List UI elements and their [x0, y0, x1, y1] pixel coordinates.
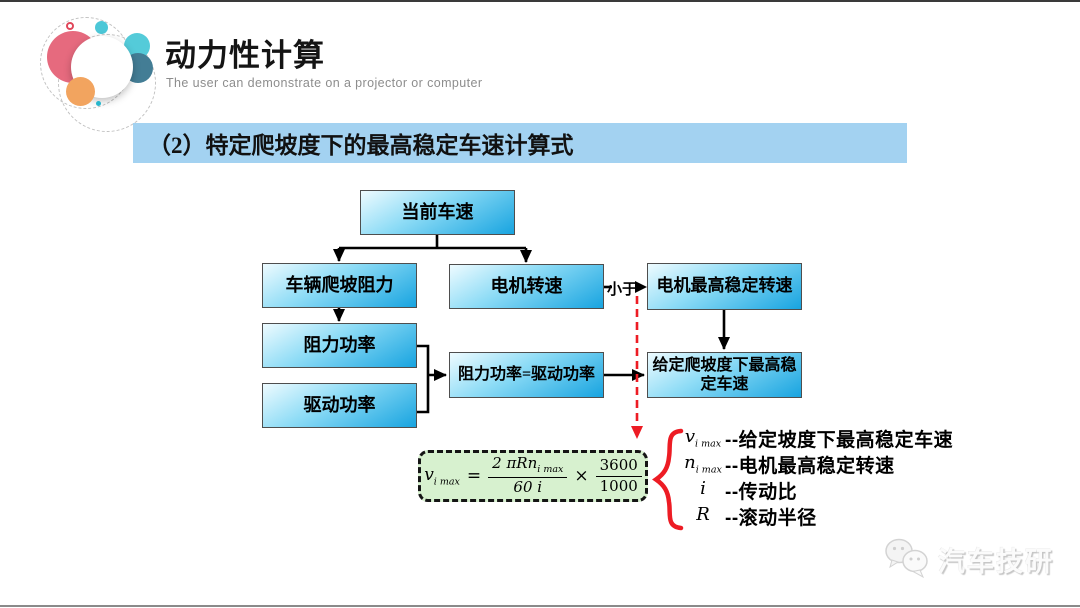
header-logo [0, 0, 180, 132]
legend-desc: --电机最高稳定转速 [725, 455, 895, 477]
edge-label-less-than: 小于 [607, 282, 638, 298]
legend-row: i --传动比 [681, 477, 953, 503]
legend-row: vi max --给定坡度下最高稳定车速 [681, 425, 953, 451]
formula-lhs: vi max [424, 464, 460, 488]
watermark-text: 汽车技研 [938, 546, 1054, 577]
formula-fraction-1: 2 πRni max 60 i [488, 455, 568, 496]
section-banner: （2）特定爬坡度下的最高稳定车速计算式 [133, 123, 907, 163]
node-motor-max-speed: 电机最高稳定转速 [647, 263, 802, 310]
formula-equals: = [466, 466, 482, 486]
page-subtitle: The user can demonstrate on a projector … [166, 76, 483, 90]
formula-times: × [574, 466, 589, 486]
branch-line [339, 234, 526, 250]
formula-box: vi max = 2 πRni max 60 i × 3600 1000 [418, 450, 648, 502]
logo-teal-dot-top [95, 21, 108, 34]
bracket-line [416, 344, 430, 414]
node-climb-resistance: 车辆爬坡阻力 [262, 263, 417, 308]
legend-desc: --滚动半径 [725, 507, 817, 529]
watermark: 汽车技研 [884, 538, 1054, 580]
node-resist-power: 阻力功率 [262, 323, 417, 368]
bottom-border-line [0, 605, 1080, 607]
symbol-legend: vi max --给定坡度下最高稳定车速 ni max --电机最高稳定转速 i… [681, 425, 953, 529]
node-max-stable-speed: 给定爬坡度下最高稳定车速 [647, 352, 802, 398]
logo-dashed-ring [58, 34, 156, 132]
logo-teal-dot-bottom [96, 101, 101, 106]
node-motor-speed: 电机转速 [449, 264, 604, 309]
formula-fraction-2: 3600 1000 [595, 457, 642, 495]
node-current-speed: 当前车速 [360, 190, 515, 235]
legend-desc: --传动比 [725, 481, 798, 503]
logo-orange-circle [66, 77, 95, 106]
logo-red-ring [66, 22, 74, 30]
page-title: 动力性计算 [165, 38, 325, 73]
chat-bubbles-icon [885, 538, 928, 579]
section-banner-text: （2）特定爬坡度下的最高稳定车速计算式 [148, 133, 574, 158]
legend-symbol: R [696, 504, 710, 526]
red-curly-brace [652, 428, 684, 531]
legend-desc: --给定坡度下最高稳定车速 [725, 429, 954, 451]
legend-row: R --滚动半径 [681, 503, 953, 529]
top-border-line [0, 0, 1080, 2]
legend-symbol: vi max [684, 426, 722, 450]
node-drive-power: 驱动功率 [262, 383, 417, 428]
legend-symbol: ni max [684, 452, 722, 476]
legend-row: ni max --电机最高稳定转速 [681, 451, 953, 477]
node-power-equal: 阻力功率=驱动功率 [449, 352, 604, 398]
legend-symbol: i [700, 478, 706, 500]
